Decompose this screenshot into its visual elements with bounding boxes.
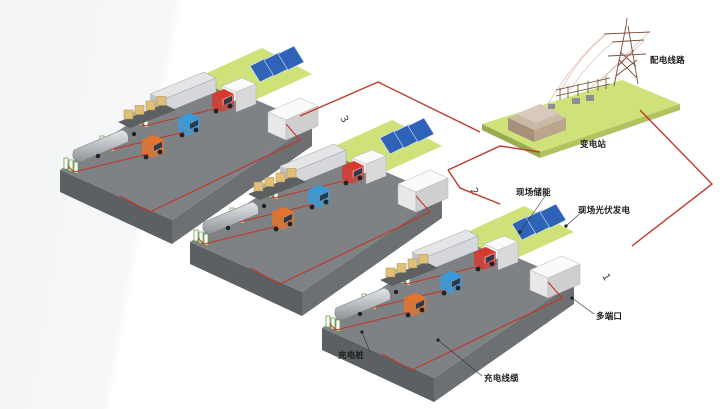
charging-pile [335,319,341,332]
charging-pile [330,317,336,330]
multi-port-container [529,255,581,299]
callout-pile [361,331,371,353]
charging-pile [203,233,209,246]
site-distribution-cable [381,281,563,371]
multi-port-container [397,169,449,213]
multi-port-container [267,97,319,141]
label-multi-port: 多端口 [596,312,623,322]
charging-pile [68,159,74,172]
truck [325,287,426,332]
solar-panel-array [511,203,567,241]
label-substation: 变电站 [580,140,607,150]
storage-cabinet [351,149,387,185]
site-distribution-cable [249,195,431,285]
charging-sites: 3 2 1 [60,45,612,402]
charging-cable [197,225,279,245]
charging-cable [329,311,411,331]
callout-storage [519,191,549,233]
solar-panel-array [249,45,305,83]
label-charging-pile: 充电桩 [338,351,365,361]
charging-site-2: 2 [190,117,480,316]
feeder-cables [299,81,714,247]
charging-pile [63,157,69,170]
charging-pile [325,315,331,328]
truck [361,254,462,310]
charging-site-1: 1 [322,203,612,402]
site-number: 1 [599,272,612,283]
label-power-line: 配电线路 [650,56,685,66]
charging-pile [198,231,204,244]
transformer-equipment [548,77,611,109]
charging-pile [193,229,199,242]
truck [63,129,164,174]
power-wires [547,32,649,105]
truck [193,201,294,246]
transmission-tower [603,17,651,87]
solar-panel-array [379,117,435,155]
charging-cable [67,153,149,173]
callout-pv [565,209,585,227]
site-distribution-cable [119,123,301,213]
label-charging-cable: 充电线缆 [484,374,519,384]
label-onsite-pv: 现场光伏发电 [578,206,631,216]
site-number: 2 [467,186,480,197]
site-number: 3 [337,114,350,125]
callout-cable [437,339,483,377]
callout-multiport [571,297,595,315]
charging-pile [73,161,79,174]
charging-site-3: 3 [60,45,350,244]
label-onsite-storage: 现场储能 [516,188,551,198]
